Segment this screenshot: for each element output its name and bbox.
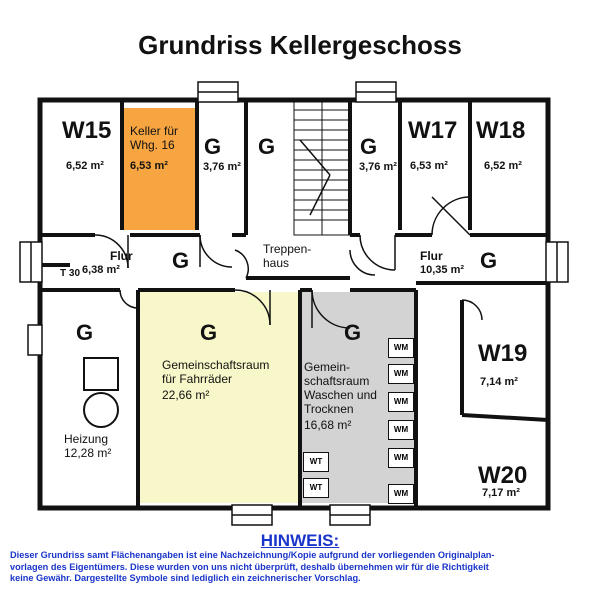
fahrraeder-g: G [200, 320, 218, 345]
room-fill-fahrraeder [138, 292, 300, 503]
washing-machine: WM [388, 364, 414, 384]
flur-right-area: 10,35 m² [420, 264, 465, 276]
t30-label: T 30 [60, 268, 81, 279]
heizung-area: 12,28 m² [64, 446, 112, 460]
room-fill-keller16 [122, 108, 197, 230]
page-title: Grundriss Kellergeschoss [138, 30, 462, 60]
dryer: WT [303, 478, 329, 498]
dryer: WT [303, 452, 329, 472]
room-keller16-area: 6,53 m² [130, 160, 168, 172]
washing-machine: WM [388, 338, 414, 358]
windows [19, 81, 569, 526]
fahrraeder-area: 22,66 m² [162, 388, 210, 402]
door-swings [94, 196, 483, 329]
heizung-label: Heizung [64, 432, 109, 446]
flur-left-label: Flur [110, 249, 133, 263]
room-g-stair-label: G [258, 134, 276, 159]
heating-equipment [83, 357, 119, 428]
washing-machine: WM [388, 448, 414, 468]
room-w19-label: W19 [478, 340, 528, 367]
room-w15-label: W15 [62, 117, 112, 144]
room-g-right-label: G [360, 134, 378, 159]
flur-left-g: G [172, 248, 190, 273]
room-w18-area: 6,52 m² [484, 160, 522, 172]
room-w19-area: 7,14 m² [480, 376, 518, 388]
room-w17-area: 6,53 m² [410, 160, 448, 172]
washing-machine: WM [388, 420, 414, 440]
room-keller16-label: Keller für Whg. 16 [130, 124, 182, 152]
flur-right-label: Flur [420, 249, 443, 263]
inner-walls [40, 100, 549, 508]
washing-machine: WM [388, 392, 414, 412]
staircase [293, 99, 351, 236]
waschen-area: 16,68 m² [304, 418, 352, 432]
note-text: Dieser Grundriss samt Flächenangaben ist… [10, 550, 495, 583]
room-g-right-area: 3,76 m² [359, 161, 397, 173]
waschen-label: Gemein- schaftsraum Waschen und Trocknen [304, 360, 377, 416]
washing-machine: WM [388, 484, 414, 504]
room-w17-label: W17 [408, 117, 458, 144]
flur-left-area: 6,38 m² [82, 264, 120, 276]
room-w15-area: 6,52 m² [66, 160, 104, 172]
flur-right-g: G [480, 248, 498, 273]
waschen-g: G [344, 320, 362, 345]
room-w20-label: W20 [478, 462, 528, 489]
room-g-left-area: 3,76 m² [203, 161, 241, 173]
note-title: HINWEIS: [260, 531, 340, 550]
room-g-left-label: G [204, 134, 222, 159]
heizung-g: G [76, 320, 94, 345]
fahrraeder-label: Gemeinschaftsraum für Fahrräder [162, 358, 270, 386]
room-w20-area: 7,17 m² [482, 487, 520, 499]
room-w18-label: W18 [476, 117, 526, 144]
treppenhaus-label: Treppen- haus [263, 242, 312, 270]
